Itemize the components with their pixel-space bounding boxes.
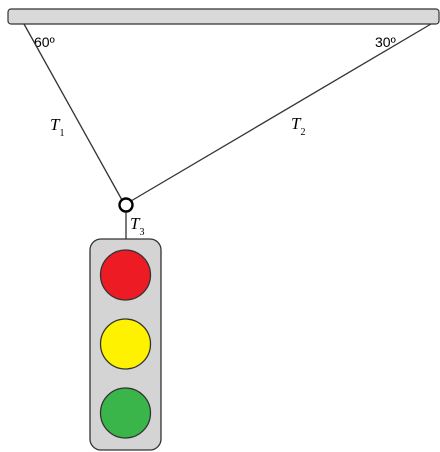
tension-t3-subscript: 3 bbox=[139, 227, 144, 238]
tension-label-t1: T1 bbox=[50, 115, 64, 139]
knot-ring bbox=[118, 197, 134, 213]
red-lamp bbox=[99, 249, 152, 301]
tension-t1-subscript: 1 bbox=[59, 128, 64, 139]
tension-t3-symbol: T bbox=[130, 214, 141, 233]
rope-t2 bbox=[130, 23, 432, 202]
ceiling-bar bbox=[7, 8, 440, 25]
tension-label-t3: T3 bbox=[130, 214, 144, 238]
left-angle-label: 60º bbox=[34, 34, 55, 50]
tension-t2-subscript: 2 bbox=[300, 127, 305, 138]
green-lamp bbox=[99, 387, 152, 439]
tension-label-t2: T2 bbox=[291, 114, 305, 138]
rope-t1 bbox=[23, 23, 123, 201]
yellow-lamp bbox=[99, 318, 152, 370]
right-angle-label: 30º bbox=[375, 34, 396, 50]
tension-t2-symbol: T bbox=[291, 114, 302, 133]
tension-t1-symbol: T bbox=[50, 115, 61, 134]
